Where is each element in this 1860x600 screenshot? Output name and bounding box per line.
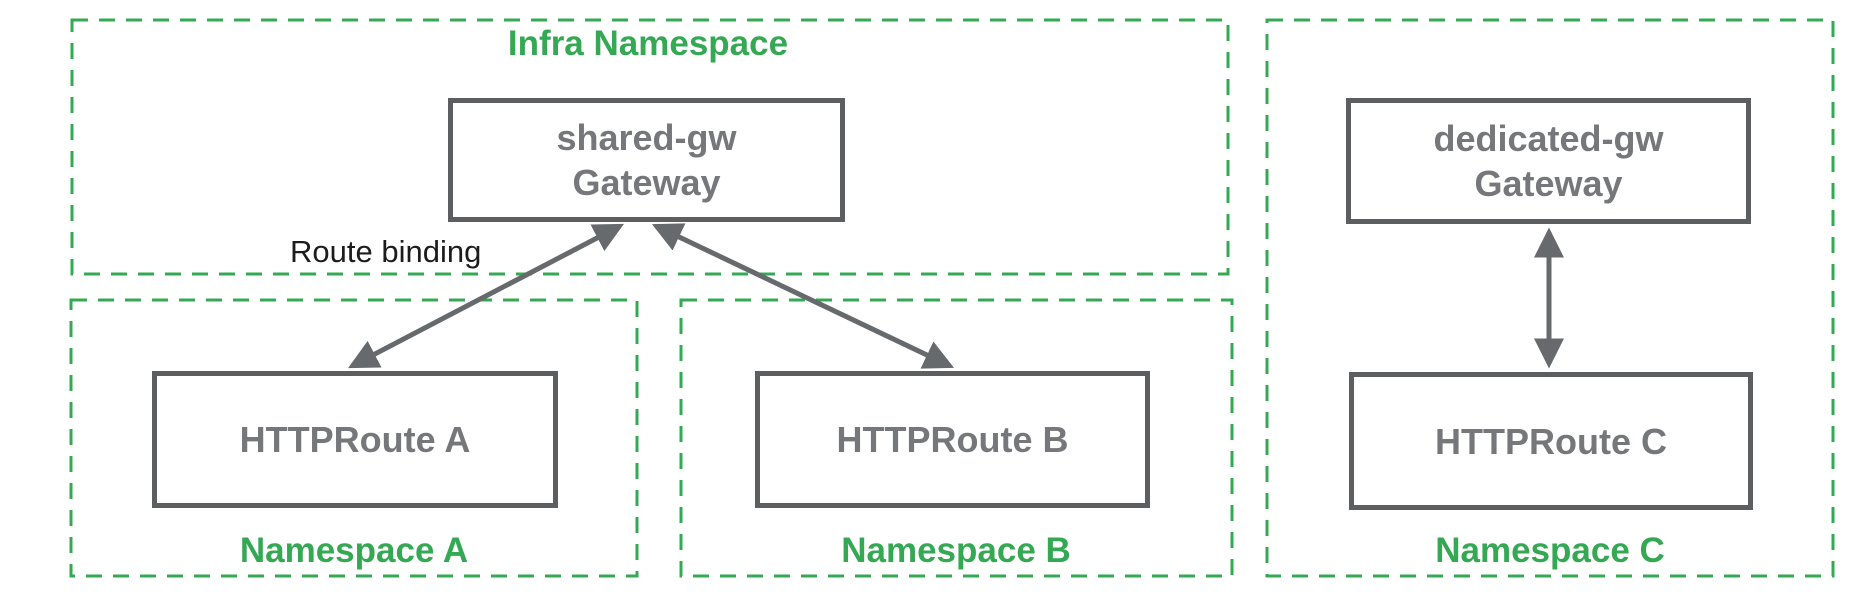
- shared-gateway-node: shared-gw Gateway: [448, 98, 845, 222]
- httproute-b-node: HTTPRoute B: [755, 371, 1150, 508]
- dedicated-gateway-node: dedicated-gw Gateway: [1346, 98, 1751, 224]
- namespace-c-label: Namespace C: [1435, 531, 1665, 570]
- httproute-a-label: HTTPRoute A: [239, 419, 471, 460]
- route-binding-arrow-a-icon: [348, 223, 624, 369]
- namespace-c-border: [1265, 18, 1835, 578]
- route-binding-arrow-b-icon: [651, 223, 955, 369]
- infra-namespace-border: [70, 18, 1230, 276]
- httproute-c-label: HTTPRoute C: [1435, 420, 1667, 462]
- dedicated-gateway-kind: Gateway: [1474, 163, 1623, 204]
- namespace-b-label: Namespace B: [841, 531, 1071, 570]
- dedicated-gateway-name: dedicated-gw: [1433, 118, 1664, 159]
- namespace-b-border: [679, 298, 1234, 578]
- httproute-b-label: HTTPRoute B: [836, 419, 1069, 460]
- shared-gateway-name: shared-gw: [556, 117, 737, 158]
- infra-namespace-label: Infra Namespace: [507, 24, 789, 63]
- route-binding-annotation: Route binding: [290, 234, 482, 269]
- httproute-a-node: HTTPRoute A: [152, 371, 558, 508]
- shared-gateway-kind: Gateway: [572, 162, 721, 203]
- httproute-c-node: HTTPRoute C: [1349, 372, 1753, 510]
- namespace-a-label: Namespace A: [239, 531, 469, 570]
